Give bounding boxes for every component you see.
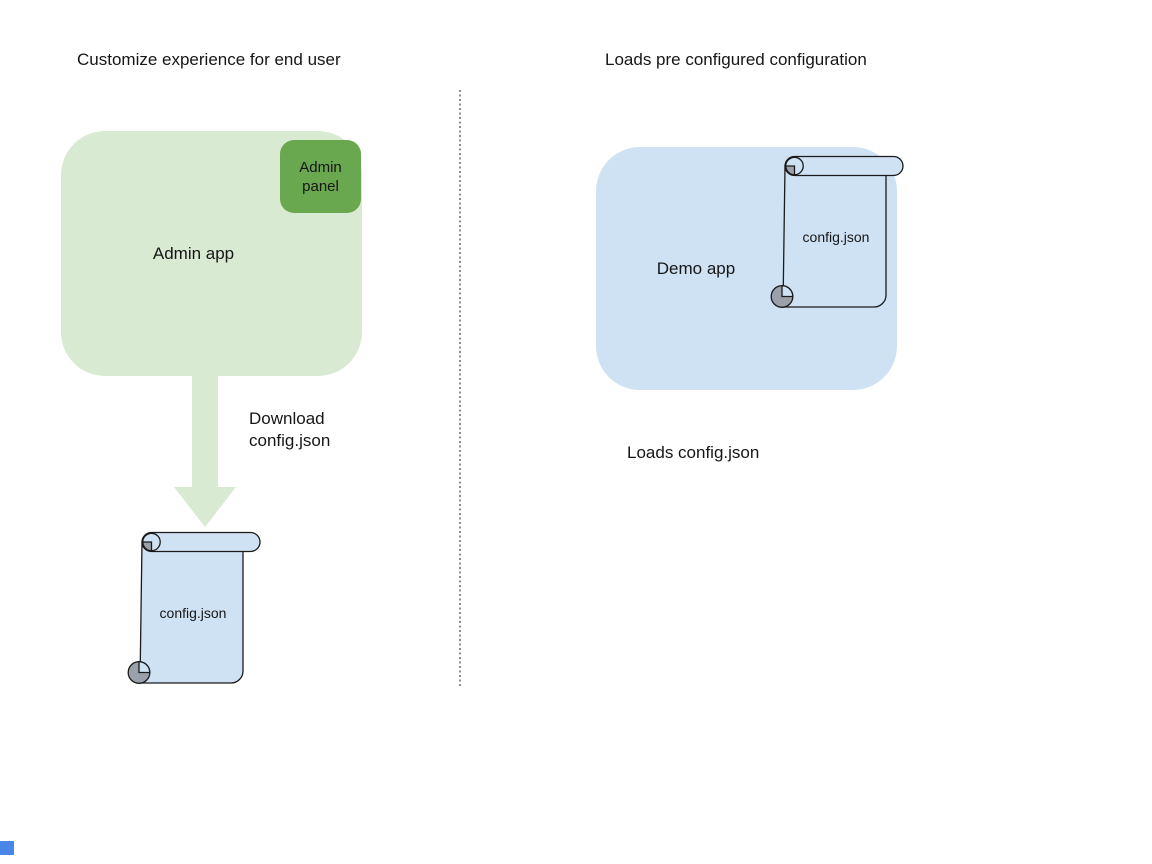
admin-panel-chip: Admin panel — [280, 140, 361, 213]
left-column-title: Customize experience for end user — [77, 50, 341, 69]
loads-config-caption: Loads config.json — [627, 443, 760, 462]
scroll-top-roll — [141, 531, 261, 553]
config-json-scroll-right: config.json — [770, 155, 904, 308]
admin-panel-label: Admin panel — [299, 158, 342, 195]
download-arrow-label: Download config.json — [249, 408, 330, 452]
scroll-top-curl-shade — [785, 165, 796, 176]
scroll-bottom-curl-notch — [138, 661, 151, 674]
scroll-top-roll — [784, 155, 904, 177]
arrow-shape — [174, 376, 236, 527]
config-file-label-left: config.json — [160, 605, 227, 621]
demo-app-label-wrap: Demo app — [596, 147, 796, 390]
admin-app-label: Admin app — [152, 243, 235, 263]
demo-app-label: Demo app — [656, 258, 736, 278]
download-label-line1: Download — [249, 409, 325, 428]
stray-blue-square — [0, 841, 14, 855]
scroll-body — [139, 541, 244, 684]
scroll-body — [782, 165, 887, 308]
config-json-scroll-left: config.json — [127, 531, 261, 684]
download-label-line2: config.json — [249, 431, 331, 450]
admin-app-label-wrap: Admin app — [61, 131, 326, 376]
right-column-title: Loads pre configured configuration — [605, 50, 867, 69]
download-arrow-icon — [174, 376, 236, 527]
scroll-bottom-curl-notch — [781, 285, 794, 298]
panel-divider — [459, 90, 461, 688]
config-file-label-right: config.json — [803, 229, 870, 245]
scroll-top-curl-shade — [142, 541, 153, 552]
